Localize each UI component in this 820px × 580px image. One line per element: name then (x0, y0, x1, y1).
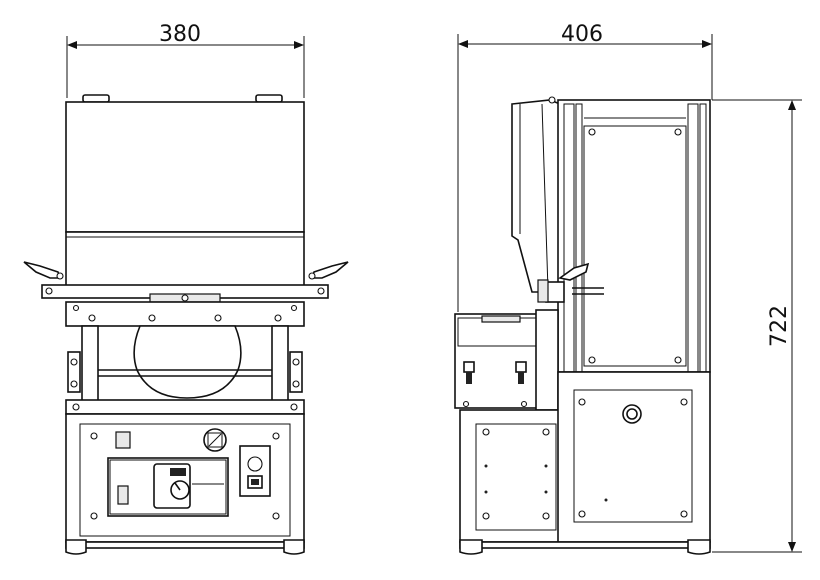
side-view: 406 722 (454, 22, 802, 555)
clamp-bar (41, 284, 329, 303)
rotor-disc (133, 325, 242, 399)
horizontal-rails (65, 369, 305, 415)
clamp-lever-right (308, 261, 349, 280)
height-label: 722 (767, 305, 792, 347)
upper-frame-plate (65, 301, 305, 327)
switch-panel (239, 445, 271, 497)
digital-display (170, 468, 186, 476)
motor-housing (454, 309, 559, 411)
side-feet (459, 539, 711, 555)
lid-hinges (82, 94, 283, 103)
upright-frame (557, 99, 711, 373)
side-hood (511, 96, 561, 293)
front-width-dimension: 380 (66, 22, 305, 98)
front-view: 380 (23, 22, 349, 555)
power-switch (115, 431, 131, 449)
side-depth-label: 406 (561, 22, 603, 47)
clamp-lever-left (23, 261, 64, 280)
side-clamp-lever (537, 262, 604, 303)
front-width-label: 380 (159, 22, 201, 47)
front-feet (65, 539, 305, 555)
side-depth-dimension: 406 (457, 22, 713, 312)
cover-hood (65, 101, 305, 293)
fuse-holder (117, 485, 129, 505)
side-posts (67, 325, 303, 407)
height-dimension: 722 (712, 99, 802, 553)
base-cabinet-side (459, 371, 711, 543)
logo-badge (203, 428, 227, 452)
control-panel (107, 457, 229, 517)
